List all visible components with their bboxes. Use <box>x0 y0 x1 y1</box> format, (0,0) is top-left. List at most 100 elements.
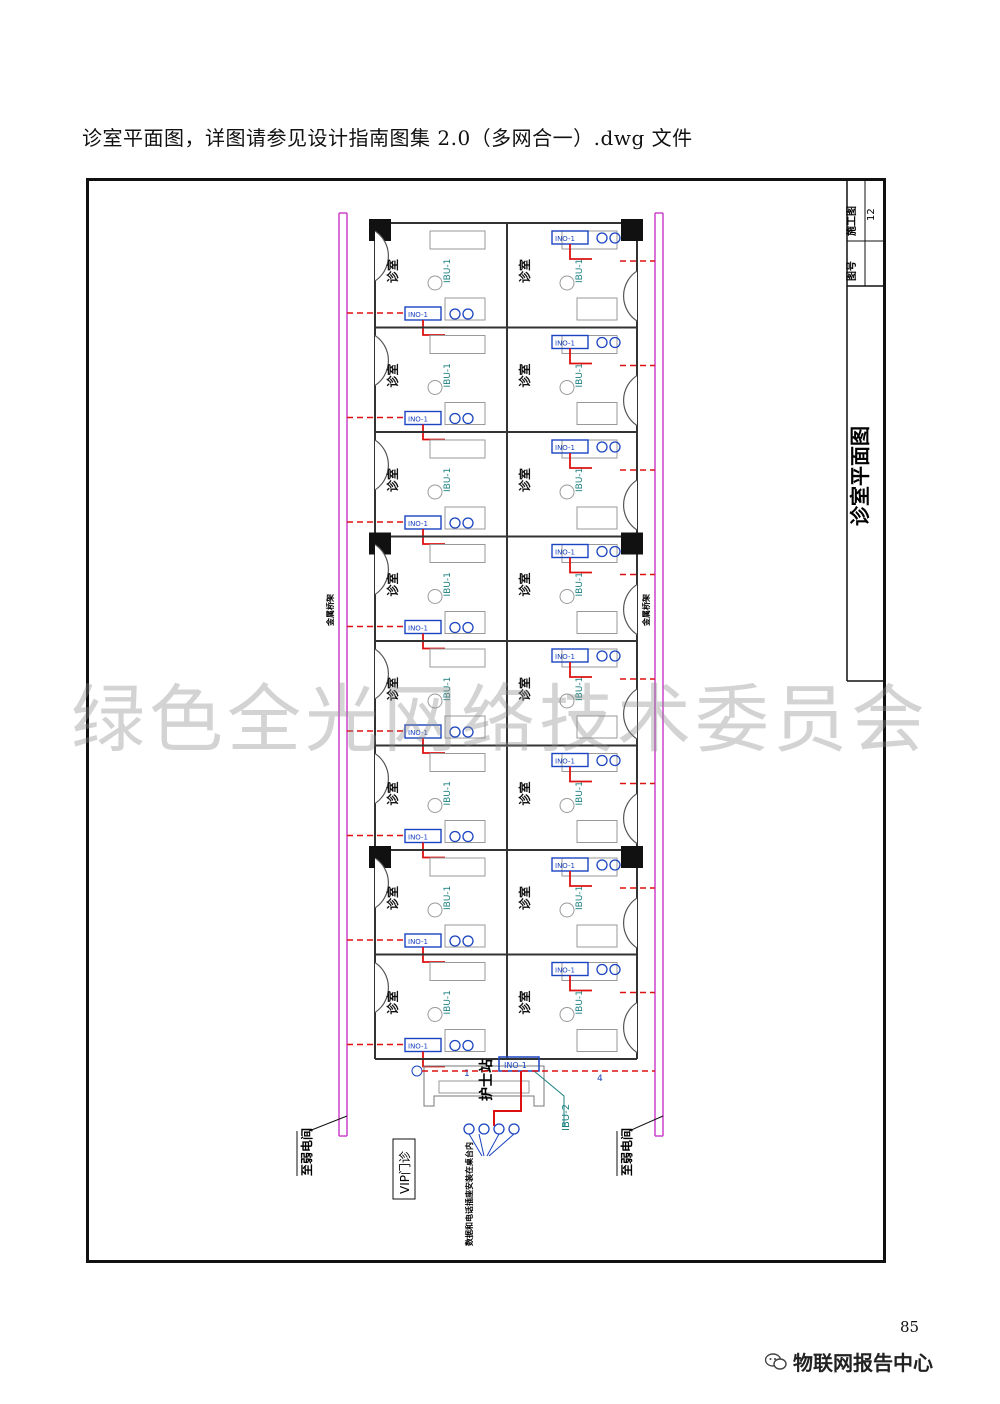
data-socket <box>609 545 621 558</box>
ibu-label: IBU-1 <box>575 990 585 1014</box>
desk <box>444 506 486 530</box>
chair <box>559 380 575 395</box>
socket-label: INO-1 <box>408 938 428 946</box>
door-arc <box>623 375 638 426</box>
desk <box>576 297 618 321</box>
socket-label: INO-1 <box>555 444 575 452</box>
chair <box>427 484 443 500</box>
marker-1: 1 <box>464 1069 470 1079</box>
data-socket <box>449 830 461 843</box>
data-socket <box>596 441 608 453</box>
desk <box>576 924 618 948</box>
corridor-label-right: 金属桥架 <box>641 594 651 627</box>
nurse-socket-label: INO-1 <box>504 1061 527 1070</box>
account-badge: 物联网报告中心 <box>765 1347 933 1376</box>
data-socket <box>449 412 461 425</box>
pillar <box>369 532 391 555</box>
equipment-room-leaders: 至弱电间 至弱电间 <box>296 1115 664 1176</box>
data-socket <box>609 336 621 349</box>
room-label: 诊室 <box>385 886 400 910</box>
desk <box>576 611 618 634</box>
ibu-label: IBU-1 <box>443 259 453 283</box>
chair <box>427 589 443 604</box>
socket-label: INO-1 <box>555 549 575 557</box>
chair <box>427 1007 443 1022</box>
data-socket <box>462 935 474 947</box>
chair <box>427 902 443 918</box>
watermark: 绿色全光网络技术委员会 <box>71 677 929 763</box>
desk <box>444 611 486 634</box>
socket-label: INO-1 <box>408 834 428 842</box>
chair <box>427 275 443 291</box>
install-note: 数据和电话插座安装在桌台内 <box>464 1142 474 1246</box>
title-number: 12 <box>866 208 877 221</box>
door-arc <box>374 962 389 1013</box>
chair <box>559 902 575 918</box>
cable-run <box>569 348 592 365</box>
desk <box>444 924 486 948</box>
room-label: 诊室 <box>517 259 532 283</box>
door-arc <box>623 270 638 322</box>
socket-label: INO-1 <box>408 729 428 737</box>
bed <box>429 962 486 981</box>
account-name: 物联网报告中心 <box>793 1351 933 1375</box>
ibu-label: IBU-1 <box>443 363 453 387</box>
room-label: 诊室 <box>517 468 532 492</box>
door-arc <box>623 897 638 949</box>
ibu-label: IBU-1 <box>443 990 453 1014</box>
ibu-label: IBU-1 <box>443 886 453 910</box>
data-socket <box>596 336 608 349</box>
bed <box>561 962 618 981</box>
cable-run <box>569 975 592 992</box>
door-arc <box>374 648 389 700</box>
pillar <box>621 532 643 555</box>
data-socket <box>609 859 621 871</box>
data-socket <box>449 308 461 320</box>
data-socket <box>609 650 621 662</box>
cable-run <box>569 557 592 574</box>
desk <box>444 402 486 425</box>
desk <box>576 506 618 530</box>
desk <box>444 715 486 739</box>
socket-label: INO-1 <box>555 653 575 661</box>
data-socket <box>596 232 608 244</box>
door-arc <box>623 793 638 844</box>
room-label: 诊室 <box>517 886 532 910</box>
corridor-label-left: 金属桥架 <box>325 594 335 627</box>
door-arc <box>374 335 389 386</box>
data-socket <box>462 621 474 634</box>
data-socket <box>449 1039 461 1052</box>
room-label: 诊室 <box>385 781 400 805</box>
bed <box>429 648 486 668</box>
to-equipment-right: 至弱电间 <box>619 1128 634 1176</box>
desk <box>444 1029 486 1052</box>
data-socket <box>449 517 461 529</box>
ibu2-label: IBU-2 <box>561 1104 572 1131</box>
data-socket <box>462 726 474 738</box>
data-socket <box>462 830 474 843</box>
data-socket <box>449 726 461 738</box>
ibu-label: IBU-1 <box>443 781 453 805</box>
room-label: 诊室 <box>517 677 532 701</box>
data-socket <box>462 517 474 529</box>
pillar <box>369 846 391 868</box>
data-socket <box>609 232 621 244</box>
to-equipment-left: 至弱电间 <box>299 1128 314 1176</box>
chair <box>559 693 575 709</box>
bed <box>429 230 486 250</box>
chair <box>559 589 575 604</box>
data-socket <box>609 754 621 767</box>
marker-4: 4 <box>597 1074 603 1084</box>
door-arc <box>623 479 638 531</box>
bed <box>429 335 486 354</box>
cable-run <box>569 244 592 260</box>
desk <box>576 402 618 425</box>
nurse-station-area: INO-1 护士站 IBU-2 1 4 VIP门诊 数据和电话插座安装在桌台内 <box>392 1056 655 1246</box>
data-socket <box>462 412 474 425</box>
socket-label: INO-1 <box>555 340 575 348</box>
data-socket <box>596 545 608 558</box>
chair <box>559 1007 575 1022</box>
